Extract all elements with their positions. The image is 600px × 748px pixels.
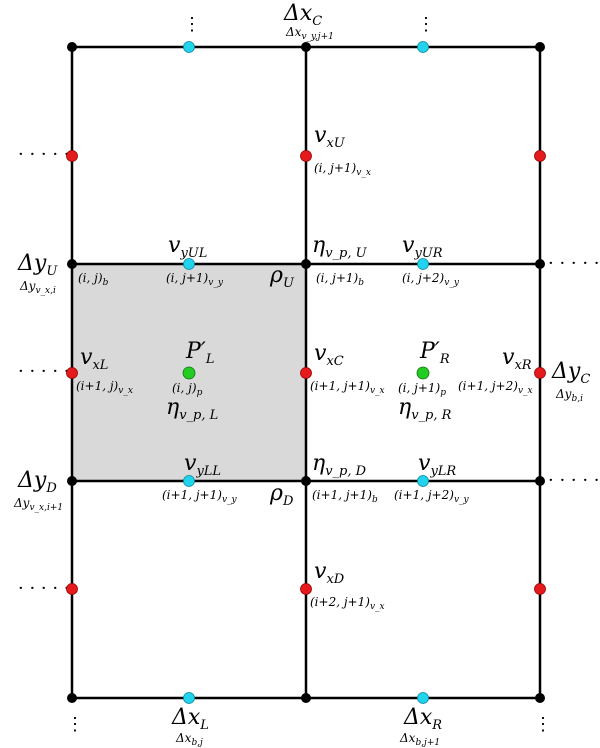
label-b-i1j1: (i+1, j+1)b xyxy=(312,488,378,505)
pressure-nodes xyxy=(182,366,430,380)
label-dy-d-small: Δyv_x,i+1 xyxy=(13,496,63,513)
vdots-top-1: ⋮ xyxy=(183,14,201,35)
label-rho-d: ρD xyxy=(269,481,294,509)
vx-node xyxy=(300,367,312,379)
label-rho-u: ρU xyxy=(269,263,295,291)
basic-node xyxy=(67,476,77,486)
label-vxr: vxR xyxy=(502,345,532,373)
vx-nodes xyxy=(66,150,546,595)
label-dx-l: ΔxL xyxy=(171,705,209,733)
label-vyll-index: (i+1, j+1)v_y xyxy=(162,488,238,505)
label-dy-c-small: Δyb,i xyxy=(555,387,583,404)
hdots-right-1: · · · · · xyxy=(548,253,600,274)
label-eta-l: ηv_p, L xyxy=(166,395,218,423)
label-vxu: vxU xyxy=(314,123,346,151)
label-vxr-index: (i+1, j+2)v_x xyxy=(458,379,533,396)
label-vyul-index: (i, j+1)v_y xyxy=(166,271,224,288)
basic-node xyxy=(301,693,311,703)
vy-node xyxy=(183,258,195,270)
vx-node xyxy=(66,367,78,379)
label-dx-l-small: Δxb,j xyxy=(175,731,203,748)
hdots-left-3: · · · · · xyxy=(18,578,70,599)
basic-node xyxy=(535,476,545,486)
basic-node xyxy=(67,42,77,52)
vx-node xyxy=(534,150,546,162)
label-vxd-index: (i+2, j+1)v_x xyxy=(310,595,385,612)
vx-node xyxy=(300,150,312,162)
vy-node xyxy=(417,475,429,487)
vy-node xyxy=(417,258,429,270)
hdots-left-2: · · · · · xyxy=(18,361,70,382)
basic-node xyxy=(67,259,77,269)
basic-node xyxy=(301,42,311,52)
vx-node xyxy=(66,583,78,595)
vx-node xyxy=(300,583,312,595)
label-eta-r: ηv_p, R xyxy=(398,395,452,423)
label-dx-c-small: Δxv_y,j+1 xyxy=(285,25,334,42)
pressure-node xyxy=(416,366,430,380)
label-dy-u: ΔyU xyxy=(17,251,58,279)
vy-node xyxy=(417,41,429,53)
label-vxd: vxD xyxy=(314,559,345,587)
label-eta-d: ηv_p, D xyxy=(312,451,367,479)
label-vxl: vxL xyxy=(80,345,108,373)
basic-nodes xyxy=(67,42,545,703)
vdots-bottom-1: ⋮ xyxy=(66,714,84,735)
label-p-r: P′R xyxy=(419,339,450,367)
label-dx-r: ΔxR xyxy=(403,705,442,733)
basic-node xyxy=(301,259,311,269)
label-eta-u: ηv_p, U xyxy=(312,233,368,261)
label-dy-d: ΔyD xyxy=(17,468,57,496)
label-dy-c: ΔyC xyxy=(551,359,590,387)
vy-nodes xyxy=(183,41,429,704)
basic-node xyxy=(535,42,545,52)
basic-node xyxy=(301,476,311,486)
hdots-left-1: · · · · · xyxy=(18,144,70,165)
label-vyur-index: (i, j+2)v_y xyxy=(402,271,460,288)
label-vxc: vxC xyxy=(314,341,344,369)
label-vyul: vyUL xyxy=(168,233,207,261)
label-vylr: vyLR xyxy=(418,451,456,479)
basic-node xyxy=(535,693,545,703)
label-b-ij1: (i, j+1)b xyxy=(316,271,364,288)
hdots-right-2: · · · · · xyxy=(548,470,600,491)
label-p-l: P′L xyxy=(185,339,214,367)
basic-node xyxy=(67,693,77,703)
vx-node xyxy=(534,583,546,595)
label-vxu-index: (i, j+1)v_x xyxy=(314,161,371,178)
pressure-node xyxy=(182,366,196,380)
vy-node xyxy=(183,41,195,53)
vy-node xyxy=(183,692,195,704)
label-dx-r-small: Δxb,j+1 xyxy=(399,731,440,748)
vy-node xyxy=(183,475,195,487)
vdots-bottom-2: ⋮ xyxy=(534,714,552,735)
label-b-ij: (i, j)b xyxy=(78,271,109,288)
label-p-l-index: (i, j)p xyxy=(172,381,203,398)
vy-node xyxy=(417,692,429,704)
basic-node xyxy=(535,259,545,269)
label-dx-c: ΔxC xyxy=(283,1,322,29)
continuation-dots: · · · · · · · · · · · · · · · · · · · · … xyxy=(18,14,600,735)
label-vxl-index: (i+1, j)v_x xyxy=(76,379,133,396)
label-vxc-index: (i+1, j+1)v_x xyxy=(310,379,385,396)
vx-node xyxy=(534,367,546,379)
label-vyur: vyUR xyxy=(402,233,443,261)
label-dy-u-small: Δyv_x,i xyxy=(19,279,56,296)
vdots-top-2: ⋮ xyxy=(417,14,435,35)
label-p-r-index: (i, j+1)p xyxy=(398,381,446,398)
label-vyll: vyLL xyxy=(184,451,221,479)
vx-node xyxy=(66,150,78,162)
label-vylr-index: (i+1, j+2)v_y xyxy=(394,488,470,505)
